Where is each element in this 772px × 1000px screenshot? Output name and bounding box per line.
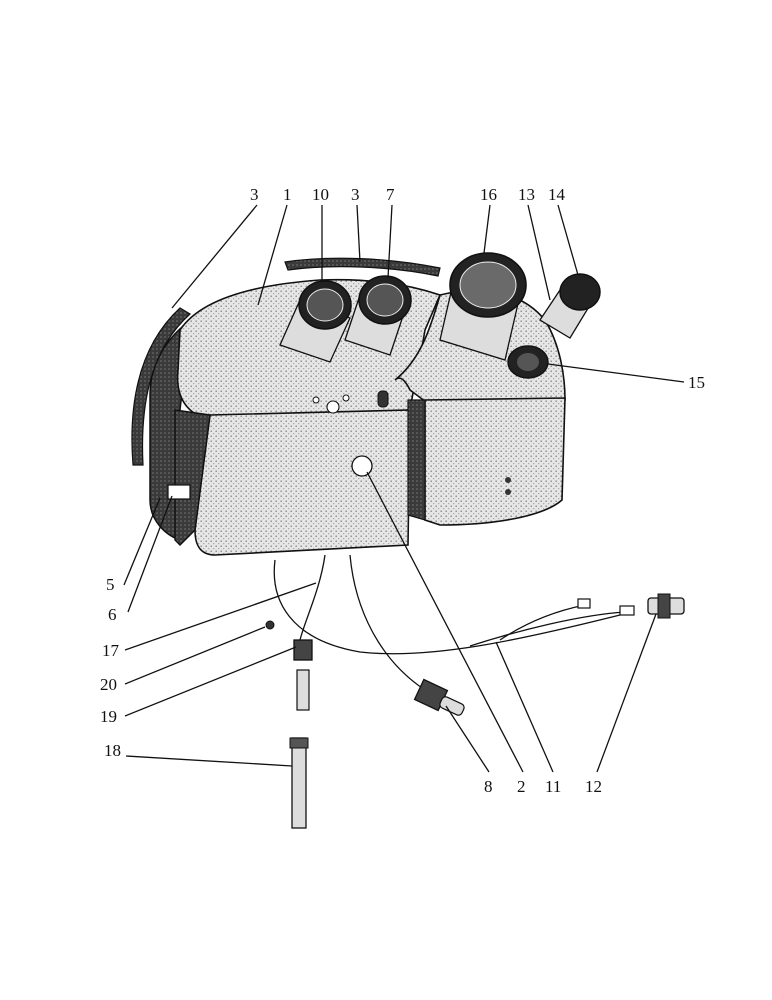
- side-switch: [167, 484, 191, 500]
- leader-7: [387, 204, 393, 279]
- nut-19: [293, 639, 313, 661]
- callout-3a: 3: [250, 185, 259, 204]
- callout-14: 14: [548, 185, 566, 204]
- gauge-10: [279, 280, 352, 363]
- leader-8: [445, 705, 490, 773]
- drive-shaft-18: [289, 737, 309, 829]
- shaft-18: [291, 737, 307, 829]
- callout-19: 19: [100, 707, 117, 726]
- callout-12: 12: [585, 777, 602, 796]
- leader-18: [125, 755, 293, 767]
- warning-lamp-13-14: [539, 273, 601, 339]
- callout-2: 2: [517, 777, 526, 796]
- callout-6: 6: [108, 605, 117, 624]
- gauge-10-dial: [306, 288, 344, 322]
- seal-strip-left: [131, 307, 192, 466]
- callout-18: 18: [104, 741, 121, 760]
- blank-plug-15: [507, 345, 549, 379]
- gauge-16-dial: [459, 261, 517, 309]
- leader-11: [495, 641, 554, 773]
- right-hole-a: [505, 477, 511, 483]
- leader-13: [527, 204, 551, 301]
- callout-10: 10: [312, 185, 329, 204]
- leader-lines: [123, 204, 685, 773]
- oil-pressure-sender-12: [647, 593, 685, 619]
- ferrule-19: [296, 669, 310, 711]
- callout-5: 5: [106, 575, 115, 594]
- gauge-7: [344, 275, 412, 356]
- callout-16: 16: [480, 185, 497, 204]
- callout-15: 15: [688, 373, 705, 392]
- shaft-18-collar: [289, 737, 309, 749]
- callout-1: 1: [283, 185, 292, 204]
- tacho-cable: [299, 554, 326, 641]
- top-hole-c: [342, 394, 350, 402]
- top-hole-a: [326, 400, 340, 414]
- callout-3b: 3: [351, 185, 360, 204]
- housing-front-left: [194, 409, 411, 556]
- centre-hole: [351, 455, 373, 477]
- leader-6: [127, 495, 173, 613]
- housing-side-left: [174, 409, 211, 546]
- leader-14: [557, 204, 579, 276]
- leader-1: [257, 204, 288, 306]
- leader-3b: [356, 204, 361, 263]
- right-hole-b: [505, 489, 511, 495]
- callout-8: 8: [484, 777, 493, 796]
- harness-lead-b: [469, 611, 626, 647]
- leader-20: [124, 626, 266, 685]
- leader-2: [366, 471, 524, 773]
- callout-13: 13: [518, 185, 535, 204]
- callout-17: 17: [102, 641, 120, 660]
- connector-a: [577, 598, 591, 609]
- leader-12: [596, 613, 657, 773]
- bulb-8-stem: [439, 696, 465, 716]
- leader-15: [547, 363, 685, 383]
- top-slot: [377, 390, 389, 408]
- top-hole-b: [312, 396, 320, 404]
- housing-right-inner-shadow: [407, 399, 426, 521]
- callout-20: 20: [100, 675, 117, 694]
- leader-16: [483, 204, 491, 254]
- callout-numbers: 3 1 10 3 7 16 13 14 15 5 6 17 20 19 18 8…: [100, 185, 705, 796]
- leader-17: [124, 582, 317, 651]
- harness-lead-a: [499, 604, 586, 641]
- seal-strip-top: [284, 257, 441, 277]
- cable-nut-19: [293, 639, 313, 711]
- leader-5: [123, 497, 161, 586]
- callout-7: 7: [386, 185, 395, 204]
- sender-12-hex: [657, 593, 671, 619]
- harness-main: [273, 559, 621, 655]
- temp-capillary: [349, 554, 426, 691]
- blank-plug-centre: [517, 353, 539, 371]
- screw-20: [265, 620, 275, 630]
- callout-11: 11: [545, 777, 561, 796]
- gauge-7-dial: [366, 283, 404, 317]
- temperature-bulb-8: [413, 678, 465, 716]
- gauge-16: [439, 252, 527, 361]
- screw-20-head: [265, 620, 275, 630]
- housing-front-right: [424, 397, 566, 526]
- connector-b: [619, 605, 635, 616]
- leader-19: [124, 646, 297, 717]
- lamp-lens: [559, 273, 601, 311]
- leader-3a: [171, 204, 258, 309]
